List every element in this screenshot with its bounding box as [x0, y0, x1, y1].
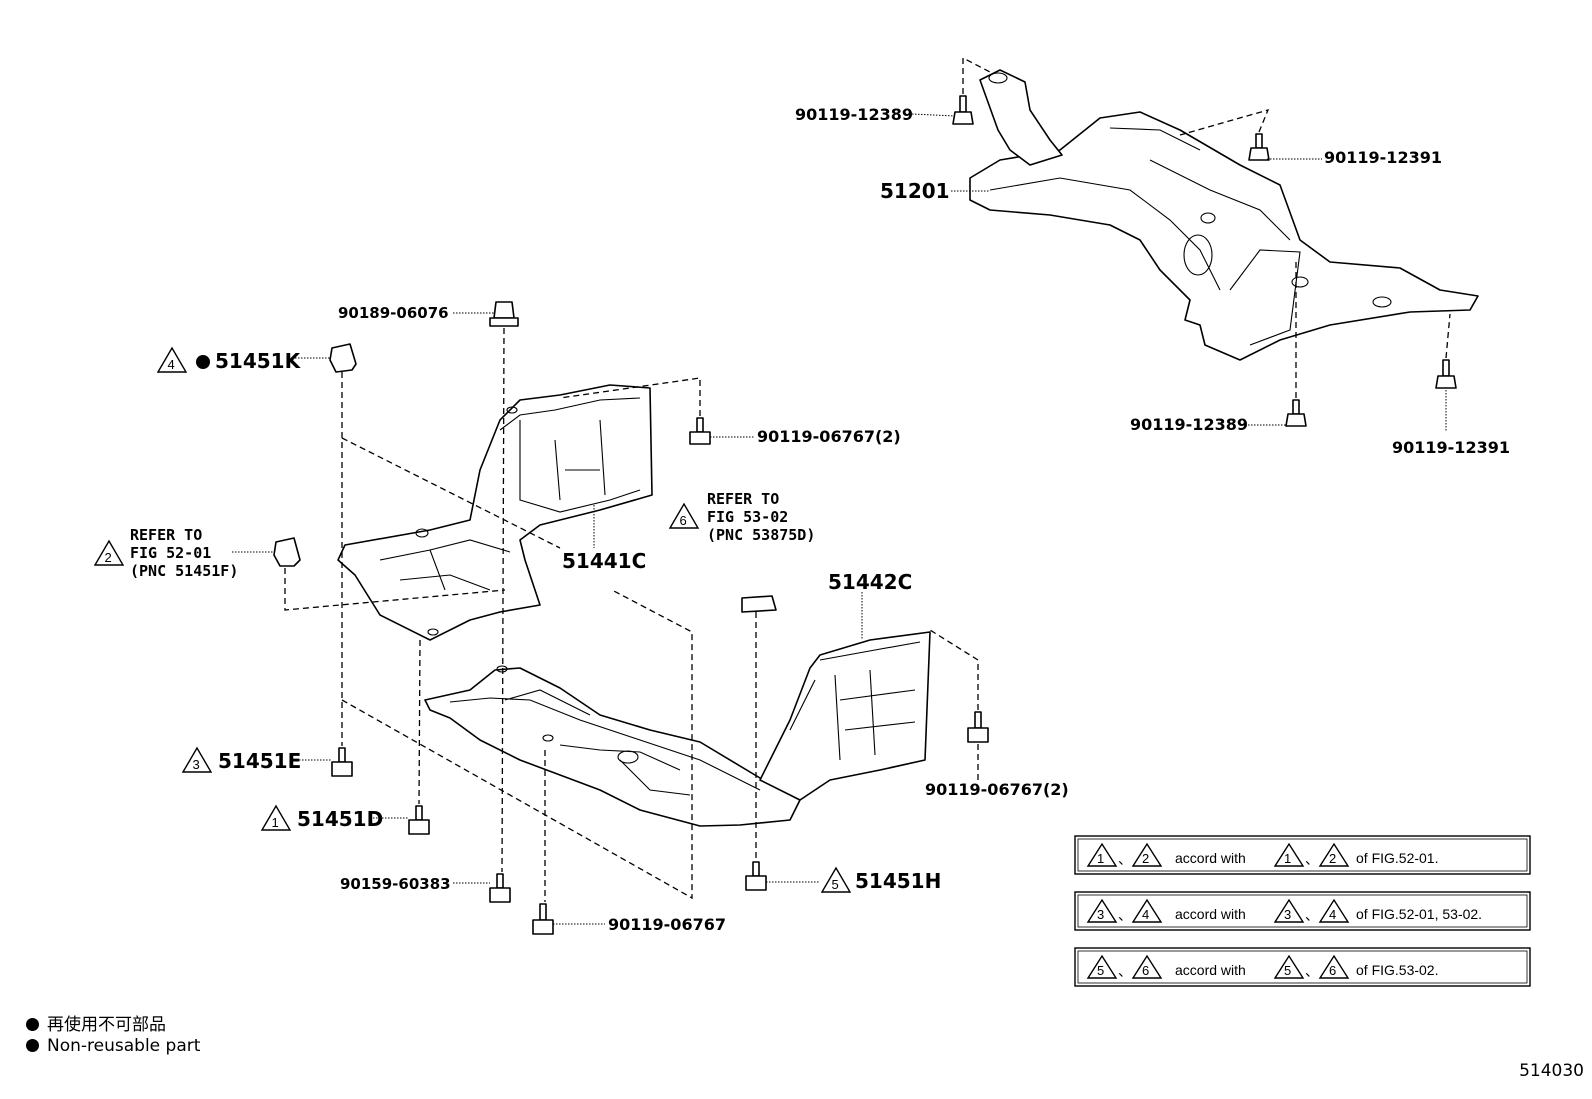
svg-text:、: 、 — [1118, 851, 1132, 867]
svg-text:2: 2 — [1142, 851, 1149, 866]
label-90119-12391-bottom: 90119-12391 — [1392, 438, 1510, 457]
svg-text:5: 5 — [1097, 963, 1104, 978]
label-90119-12389-top: 90119-12389 — [795, 105, 913, 124]
bolt-90189-06076[interactable] — [489, 301, 519, 327]
label-51201: 51201 — [880, 179, 950, 203]
refer-left-line3: (PNC 51451F) — [130, 562, 238, 580]
triangle-4 — [156, 346, 188, 373]
bolt-90119-06767-2a[interactable] — [689, 417, 711, 445]
bolt-51451D[interactable] — [408, 805, 430, 835]
label-90119-06767: 90119-06767 — [608, 915, 726, 934]
clip-53875D[interactable] — [741, 595, 777, 613]
bolt-90119-12391-top[interactable] — [1248, 133, 1270, 161]
triangle-3-number: 3 — [193, 757, 200, 772]
refer-right-line2: FIG 53-02 — [707, 508, 788, 526]
bullet-icon — [26, 1039, 39, 1052]
label-51451E: 51451E — [218, 749, 301, 773]
triangle-5 — [820, 866, 852, 893]
note-non-reusable-jp: 再使用不可部品 — [26, 1010, 166, 1035]
engine-under-cover-51441C[interactable] — [337, 384, 653, 641]
legend-box-2: 3 、 4 accord with 3 、 4 of FIG.52-01, 53… — [1074, 891, 1531, 931]
label-51451H: 51451H — [855, 869, 941, 893]
svg-text:5: 5 — [1284, 963, 1291, 978]
triangle-2-number: 2 — [105, 550, 112, 565]
label-51451K: 51451K — [215, 349, 302, 373]
triangle-2 — [93, 539, 125, 566]
svg-text:3: 3 — [1097, 907, 1104, 922]
triangle-3 — [181, 746, 213, 773]
label-51442C: 51442C — [828, 570, 912, 594]
svg-text:、: 、 — [1305, 907, 1319, 923]
triangle-4-number: 4 — [168, 357, 175, 372]
bolt-90119-06767-2b[interactable] — [967, 711, 989, 743]
engine-under-cover-pan[interactable] — [424, 665, 801, 827]
bolt-51451E[interactable] — [331, 747, 353, 777]
svg-text:of FIG.52-01, 53-02.: of FIG.52-01, 53-02. — [1356, 906, 1482, 922]
label-90159-60383: 90159-60383 — [340, 875, 451, 893]
label-90119-06767-2b: 90119-06767(2) — [925, 780, 1069, 799]
note-en-text: Non-reusable part — [47, 1036, 201, 1056]
svg-text:4: 4 — [1142, 907, 1149, 922]
svg-text:6: 6 — [1142, 963, 1149, 978]
svg-text:accord with: accord with — [1175, 906, 1246, 922]
svg-text:、: 、 — [1305, 963, 1319, 979]
svg-text:of FIG.52-01.: of FIG.52-01. — [1356, 850, 1438, 866]
svg-text:、: 、 — [1118, 963, 1132, 979]
label-90119-06767-2a: 90119-06767(2) — [757, 427, 901, 446]
svg-text:accord with: accord with — [1175, 962, 1246, 978]
svg-text:6: 6 — [1329, 963, 1336, 978]
figure-number: 514030 — [1519, 1061, 1584, 1081]
triangle-1-number: 1 — [272, 815, 279, 830]
bolt-51451H[interactable] — [745, 861, 767, 891]
label-90189-06076: 90189-06076 — [338, 304, 449, 322]
bolt-90119-06767[interactable] — [532, 903, 554, 935]
refer-right-line1: REFER TO — [707, 490, 779, 508]
bolt-90159-60383[interactable] — [489, 873, 511, 903]
clip-51451F[interactable] — [273, 537, 301, 567]
engine-under-cover-51442C[interactable] — [759, 631, 931, 801]
svg-text:accord with: accord with — [1175, 850, 1246, 866]
legend-box-1: 1 、 2 accord with 1 、 2 of FIG.52-01. — [1074, 835, 1531, 875]
triangle-1 — [260, 804, 292, 831]
svg-text:1: 1 — [1284, 851, 1291, 866]
label-90119-12389-bottom: 90119-12389 — [1130, 415, 1248, 434]
svg-text:4: 4 — [1329, 907, 1336, 922]
non-reusable-dot — [196, 355, 210, 369]
svg-text:of FIG.53-02.: of FIG.53-02. — [1356, 962, 1438, 978]
clip-51451K[interactable] — [329, 343, 357, 373]
label-51441C: 51441C — [562, 549, 646, 573]
legend-box-3: 5 、 6 accord with 5 、 6 of FIG.53-02. — [1074, 947, 1531, 987]
svg-text:、: 、 — [1118, 907, 1132, 923]
svg-text:3: 3 — [1284, 907, 1291, 922]
bullet-icon — [26, 1018, 39, 1031]
label-90119-12391-top: 90119-12391 — [1324, 148, 1442, 167]
label-51451D: 51451D — [297, 807, 383, 831]
svg-text:、: 、 — [1305, 851, 1319, 867]
refer-right-line3: (PNC 53875D) — [707, 526, 815, 544]
refer-left-line1: REFER TO — [130, 526, 202, 544]
refer-left-line2: FIG 52-01 — [130, 544, 211, 562]
triangle-6 — [668, 502, 700, 529]
bolt-90119-12391-bottom[interactable] — [1435, 359, 1457, 389]
note-jp-text: 再使用不可部品 — [47, 1015, 166, 1035]
bolt-90119-12389-top[interactable] — [952, 95, 974, 125]
svg-text:1: 1 — [1097, 851, 1104, 866]
svg-text:2: 2 — [1329, 851, 1336, 866]
triangle-5-number: 5 — [832, 877, 839, 892]
note-non-reusable-en: Non-reusable part — [26, 1036, 200, 1056]
crossmember-51201[interactable] — [969, 69, 1479, 361]
bolt-90119-12389-bottom[interactable] — [1285, 399, 1307, 427]
triangle-6-number: 6 — [680, 513, 687, 528]
